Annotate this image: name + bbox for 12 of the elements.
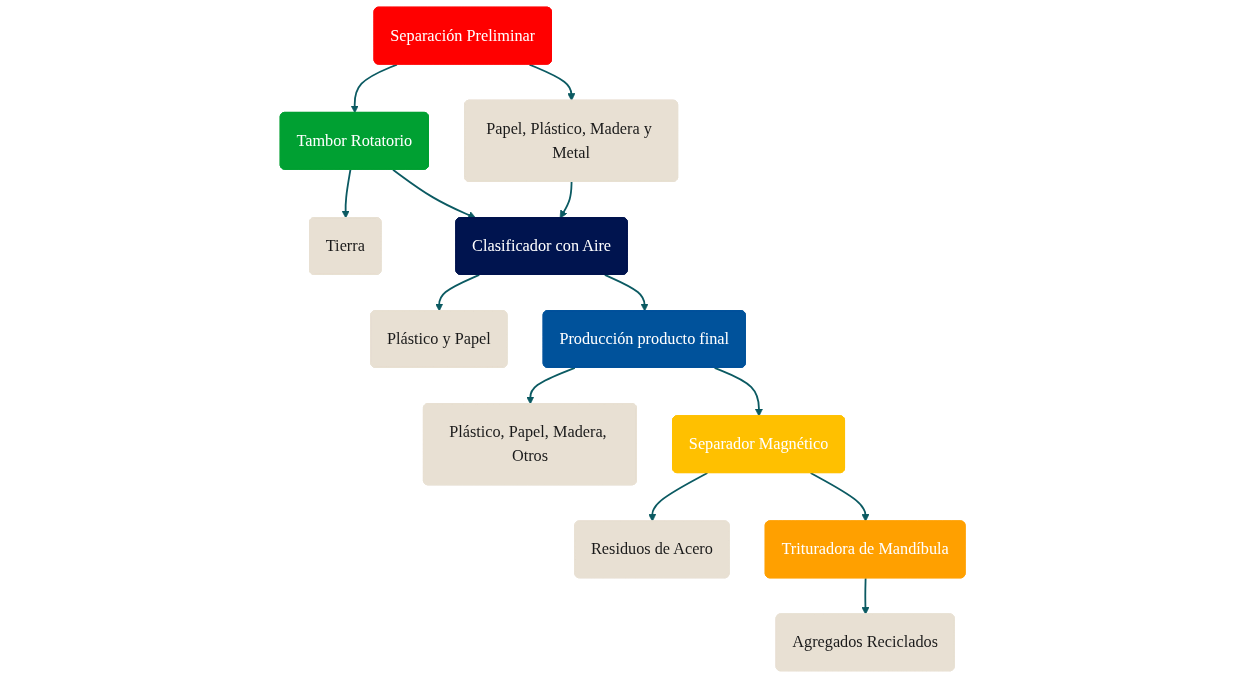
arrow [809,472,870,522]
arrow [648,472,709,522]
arrow [350,63,398,114]
arrow [435,274,480,312]
arrow [391,168,476,219]
arrow [341,168,352,219]
arrow [861,577,870,615]
arrow [526,367,576,405]
arrow [713,367,763,417]
arrow [603,274,649,312]
arrow [528,63,576,101]
arrow [559,181,573,219]
